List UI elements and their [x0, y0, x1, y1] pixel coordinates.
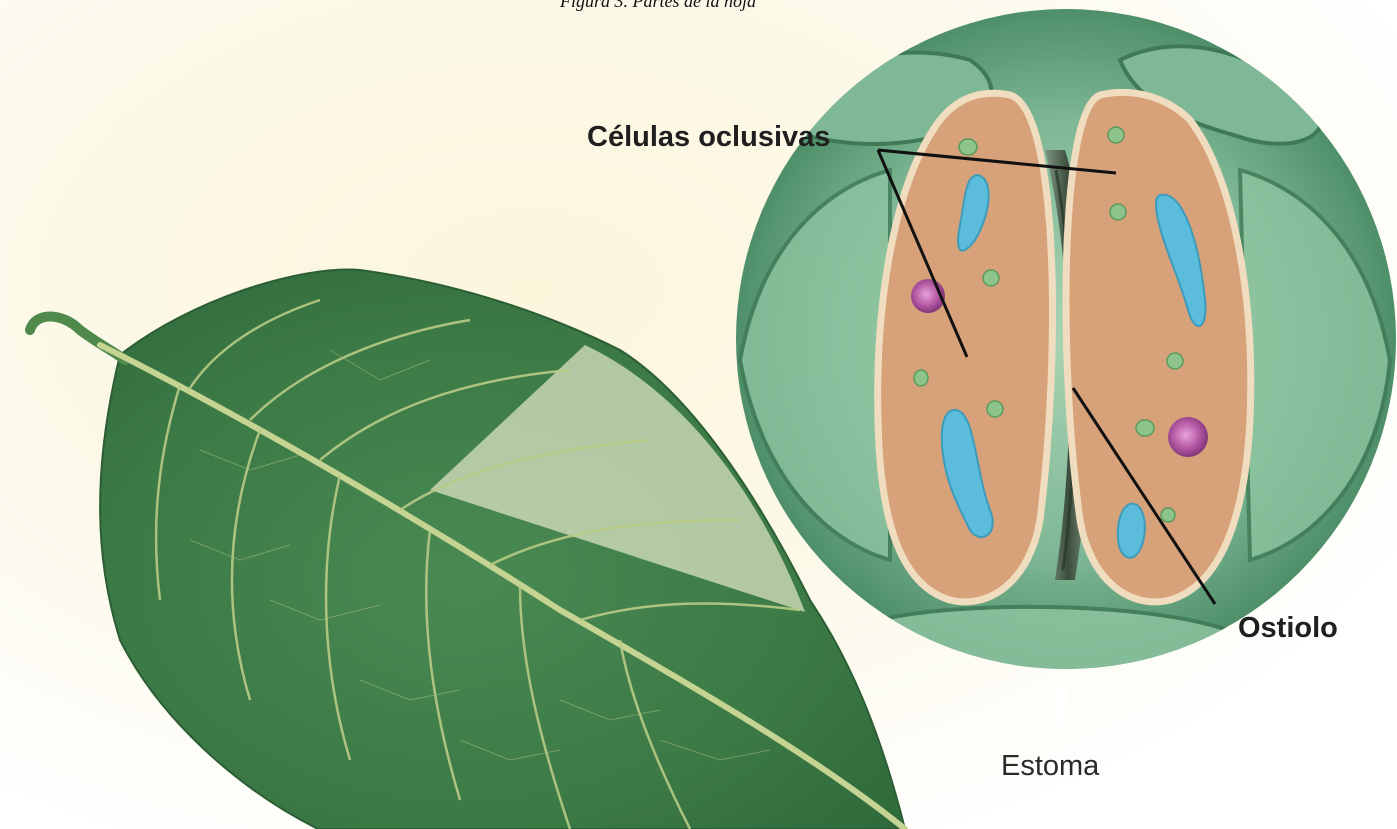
label-stoma: Estoma [1001, 752, 1099, 781]
stoma-magnified-view [736, 9, 1396, 693]
label-guard-cells: Células oclusivas [587, 123, 830, 152]
stoma-pointer [1053, 688, 1068, 730]
label-ostiole: Ostiolo [1238, 614, 1338, 643]
nucleus [1168, 417, 1208, 457]
vacuole [1118, 504, 1145, 558]
